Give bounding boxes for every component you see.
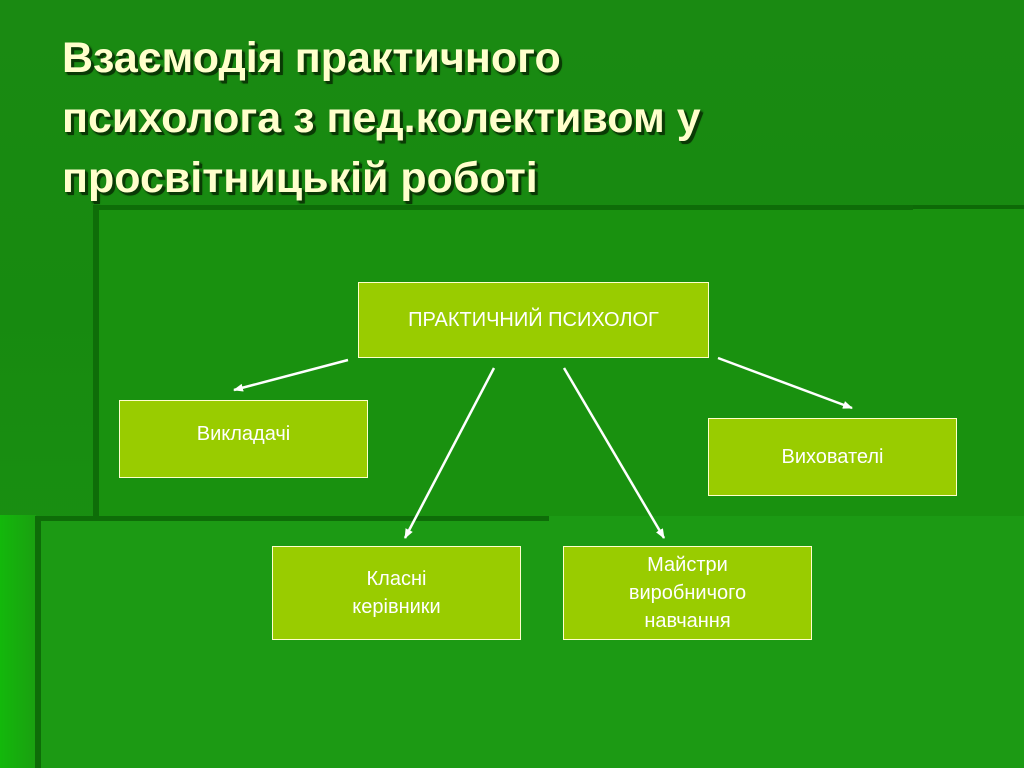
node-class-teachers: Класні керівники (272, 546, 521, 640)
arrow-to-class-teachers (403, 367, 496, 539)
arrow-to-teachers (233, 358, 349, 392)
slide-title: Взаємодія практичного психолога з пед.ко… (62, 34, 701, 202)
decor-panel-front (35, 516, 1024, 768)
arrow-to-masters (562, 367, 666, 539)
decor-line-vertical-upper (93, 205, 99, 516)
decor-line-top (95, 205, 913, 210)
decor-left-glow (0, 515, 36, 768)
arrow-to-educators (717, 356, 853, 410)
decor-line-vertical-lower (35, 516, 41, 768)
node-production-masters: Майстри виробничого навчання (563, 546, 812, 640)
node-educators: Вихователі (708, 418, 957, 496)
decor-line-mid (35, 516, 549, 521)
node-practical-psychologist: ПРАКТИЧНИЙ ПСИХОЛОГ (358, 282, 709, 358)
node-teachers: Викладачі (119, 400, 368, 478)
